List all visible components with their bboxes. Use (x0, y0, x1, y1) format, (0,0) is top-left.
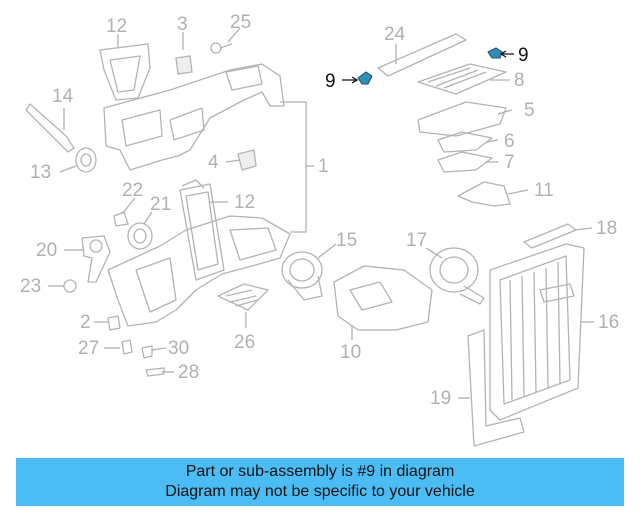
part-8-filter (417, 63, 507, 95)
part-3-clip (237, 149, 257, 171)
label-10: 10 (340, 342, 361, 363)
part-13-evaporator (179, 179, 225, 281)
label-1: 1 (318, 156, 329, 177)
label-14: 13 (30, 162, 51, 183)
part-17-heater-core (489, 243, 585, 421)
label-26: 25 (230, 12, 251, 33)
part-1-upper-housing (103, 63, 285, 171)
label-5: 5 (524, 100, 535, 121)
banner-line-2: Diagram may not be specific to your vehi… (165, 483, 475, 500)
label-3: 4 (208, 152, 219, 173)
part-24 (63, 279, 77, 293)
part-18-motor (429, 247, 485, 305)
label-9-right: 9 (518, 45, 529, 66)
banner-line-1: Part or sub-assembly is #9 in diagram (185, 463, 455, 480)
part-2 (107, 315, 121, 331)
label-15: 14 (52, 86, 74, 107)
label-27: 26 (234, 332, 255, 353)
part-16-blower (281, 251, 323, 301)
label-17: 16 (598, 312, 619, 333)
part-11-duct (99, 43, 151, 101)
part-7-gasket (437, 151, 493, 173)
label-4: 3 (177, 14, 188, 35)
part-4 (175, 55, 193, 75)
label-30: 30 (168, 338, 189, 359)
part-10-blower-housing (333, 265, 433, 331)
label-18: 17 (406, 230, 427, 251)
part-29 (145, 367, 165, 377)
label-16: 15 (336, 230, 357, 251)
part-30 (141, 345, 153, 359)
label-20: 19 (430, 388, 451, 409)
label-13: 12 (234, 192, 255, 213)
part-info-banner: Part or sub-assembly is #9 in diagram Di… (16, 458, 624, 506)
part-23 (113, 211, 129, 227)
label-11: 12 (106, 16, 127, 37)
label-12: 11 (534, 180, 554, 201)
part-22-seal (127, 222, 153, 250)
label-23: 22 (122, 180, 143, 201)
label-19: 18 (596, 218, 617, 239)
part-21-actuator (81, 235, 111, 283)
part-6-gasket (437, 131, 493, 153)
part-12-bracket (457, 181, 511, 207)
part-28 (121, 339, 133, 355)
label-9-left: 9 (325, 71, 336, 92)
label-28: 27 (78, 338, 99, 359)
part-9-clip-highlighted (357, 47, 503, 85)
label-6: 6 (504, 131, 515, 152)
part-25-strip (377, 33, 467, 77)
parts-diagram: 12 3 25 24 9 9 8 14 5 6 7 4 1 13 22 11 1… (20, 12, 619, 447)
label-24: 23 (20, 276, 41, 297)
part-20-seal-frame (467, 329, 525, 447)
label-21: 20 (36, 240, 57, 261)
label-8: 8 (514, 70, 525, 91)
part-1-lower-housing (107, 215, 291, 327)
part-27-grille (217, 283, 269, 311)
callout-lines (48, 27, 594, 399)
label-25: 24 (384, 24, 406, 45)
part-5-tray (417, 101, 507, 137)
label-7: 7 (504, 152, 515, 173)
callout-numbers: 12 3 25 24 9 9 8 14 5 6 7 4 1 13 22 11 1… (20, 12, 619, 409)
part-26-screw (210, 42, 233, 54)
label-22: 21 (150, 194, 171, 215)
label-29: 28 (178, 362, 199, 383)
part-14-grommet (75, 147, 97, 173)
part-15-sensor (25, 103, 75, 153)
label-2: 2 (80, 312, 91, 333)
